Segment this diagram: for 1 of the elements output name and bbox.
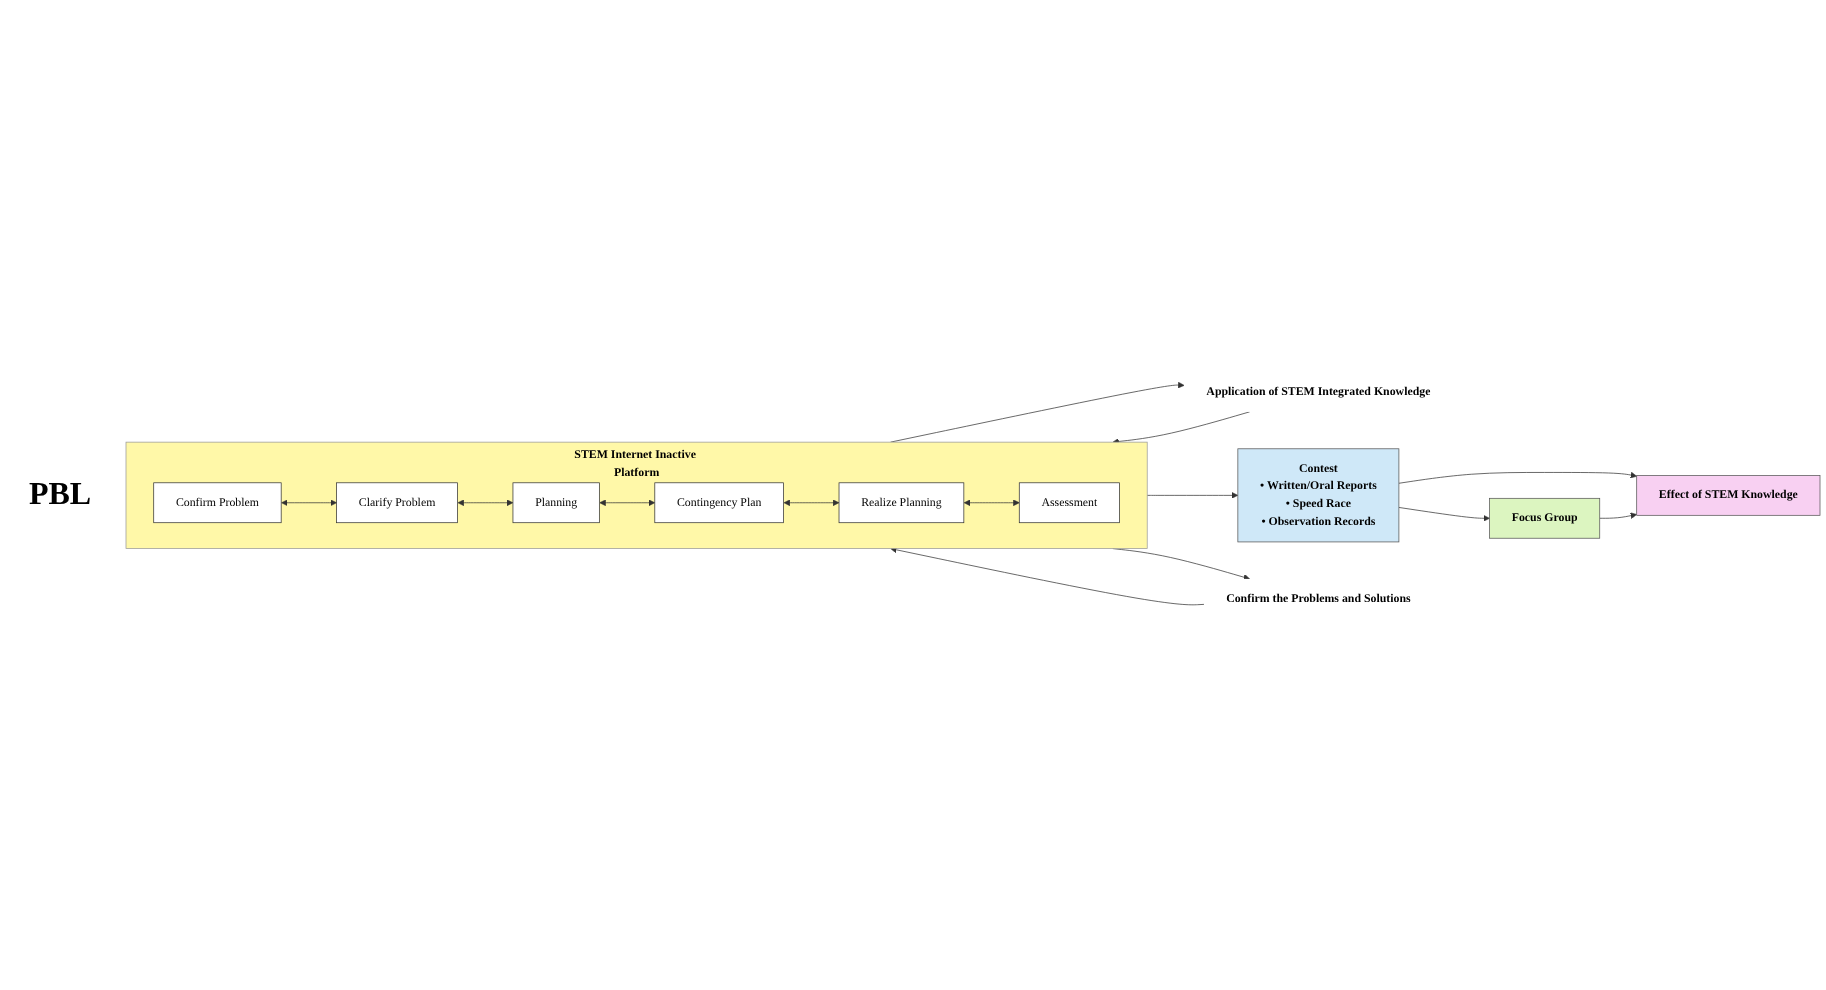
side-label: PBL xyxy=(28,477,92,513)
